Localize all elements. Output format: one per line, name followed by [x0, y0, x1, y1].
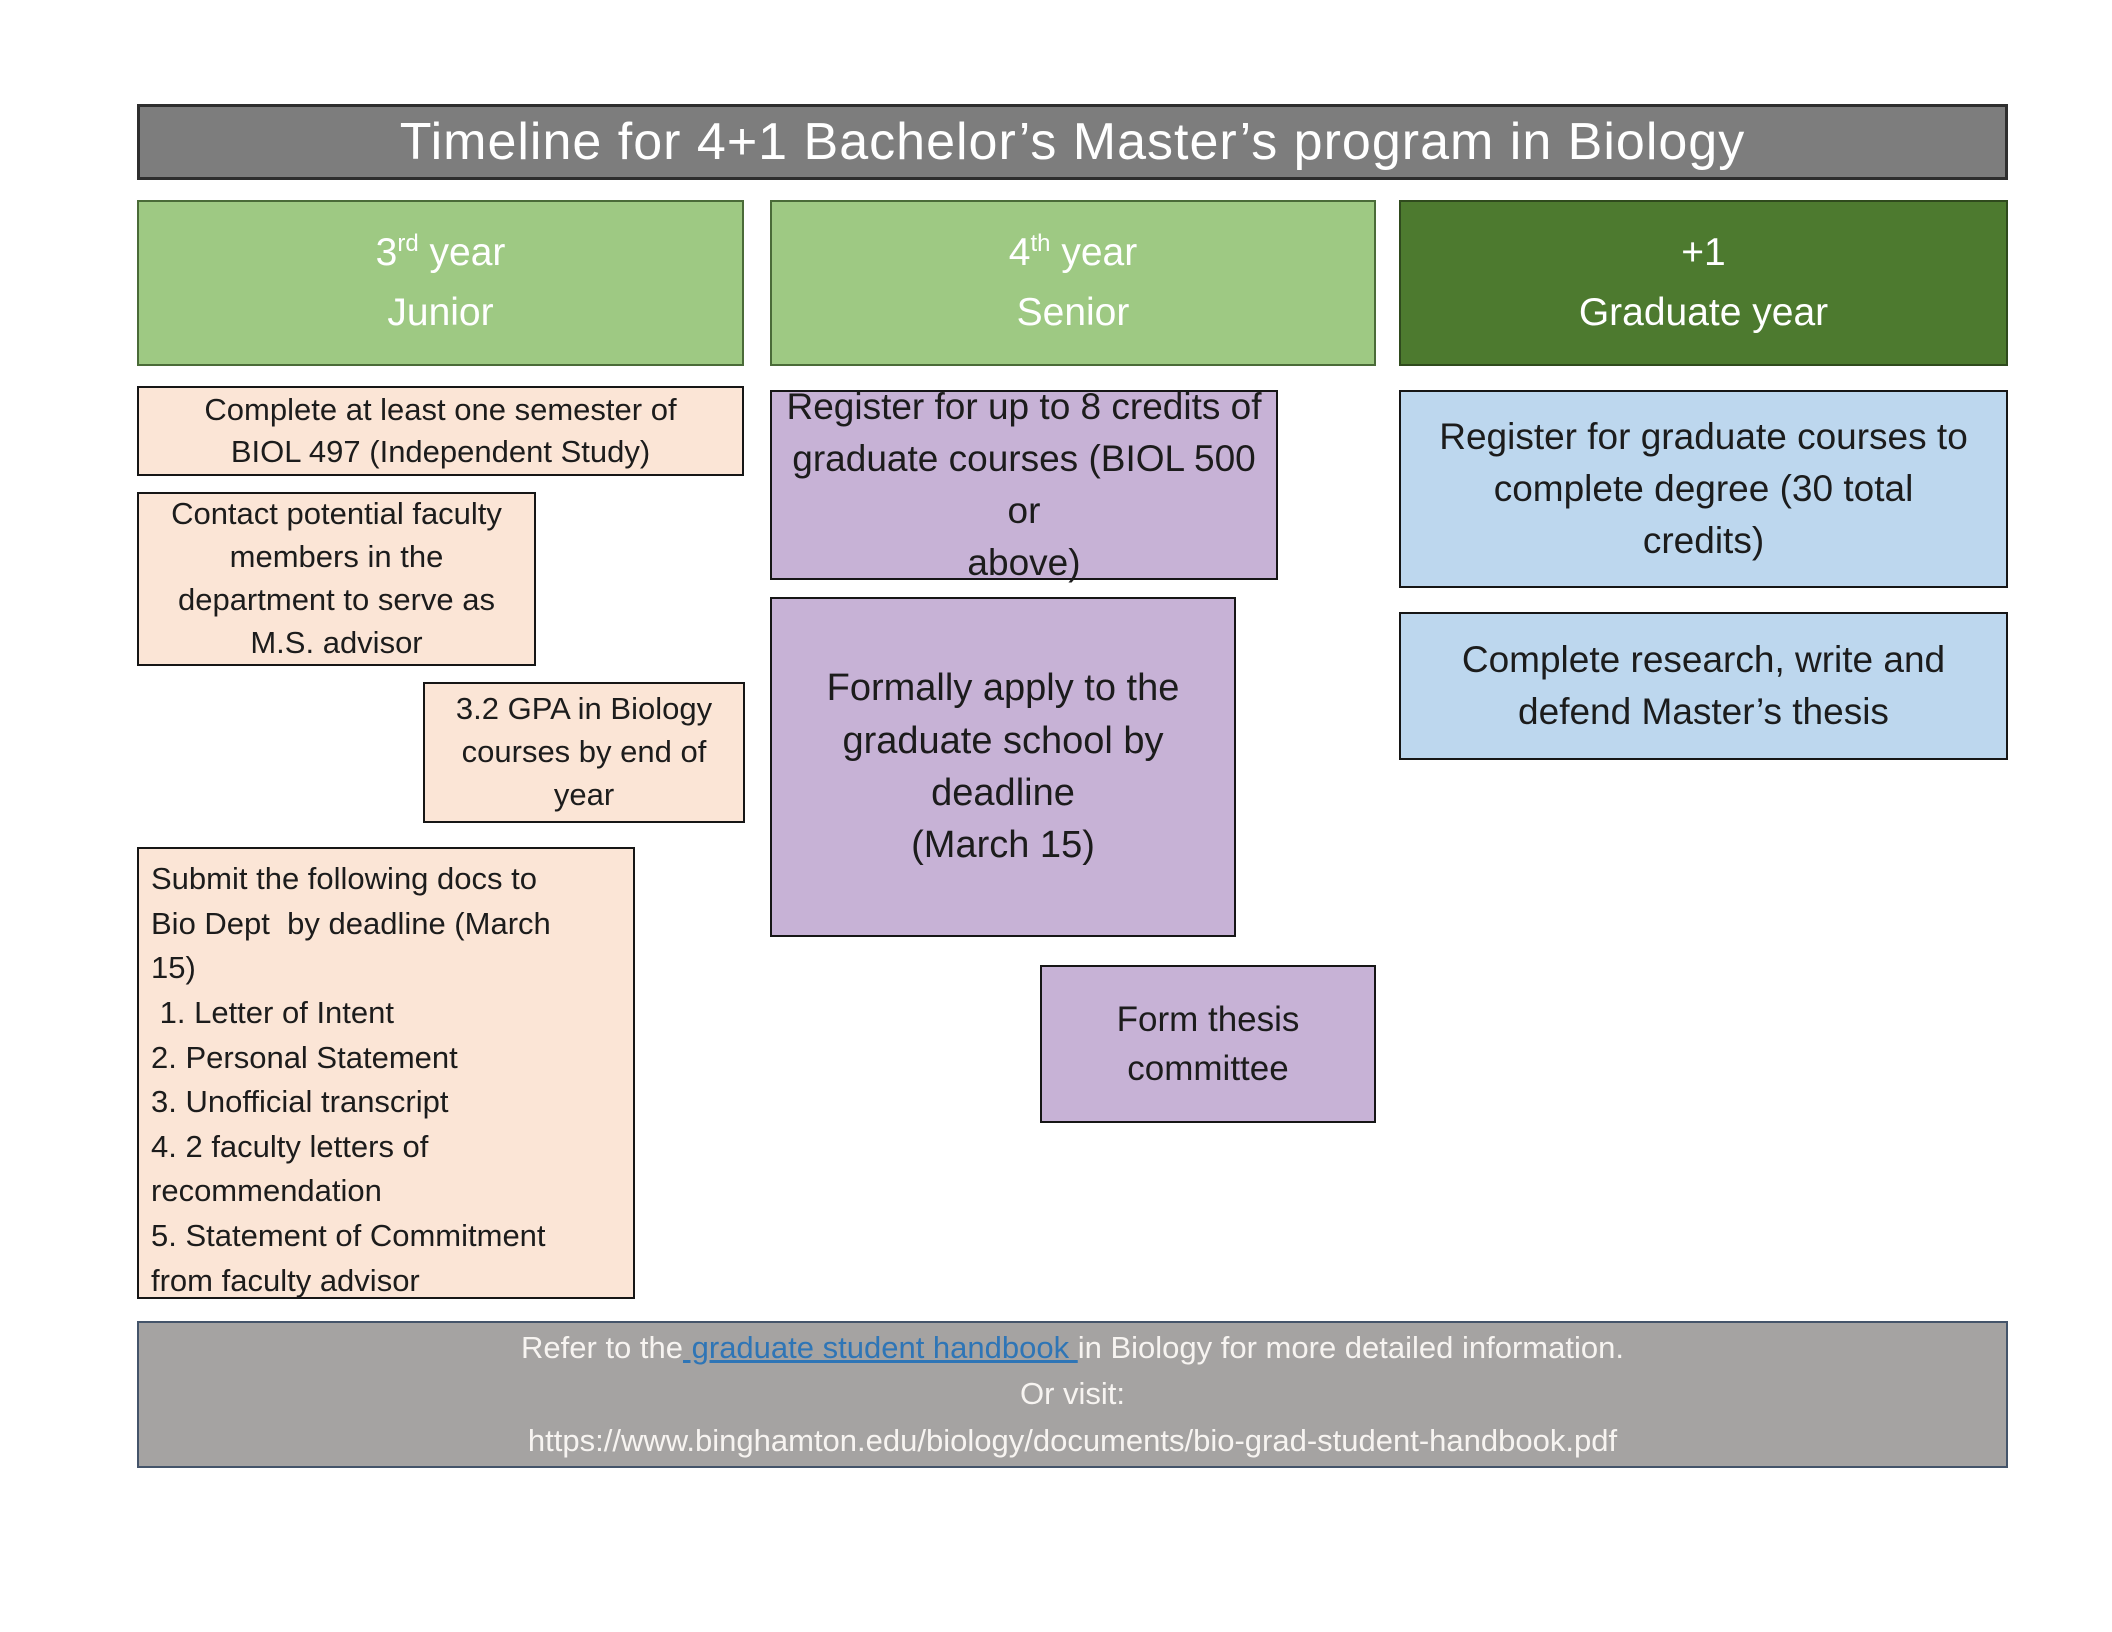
box-complete-research-thesis: Complete research, write and defend Mast… [1399, 612, 2008, 760]
line: 3.2 GPA in Biology [455, 691, 713, 727]
line: Register for graduate courses to [1439, 416, 1968, 458]
header-year-line: +1 [1681, 230, 1726, 274]
graduate-handbook-link[interactable]: graduate student handbook [683, 1329, 1078, 1365]
column-header-4th-year: 4th year Senior [770, 200, 1376, 366]
year-word: year [418, 230, 506, 274]
box-register-graduate-courses: Register for graduate courses to complet… [1399, 390, 2008, 588]
year-number: 3 [375, 230, 398, 274]
line: Register for up to 8 credits of [786, 386, 1262, 428]
box-register-8-credits: Register for up to 8 credits of graduate… [770, 386, 1278, 583]
line: 2. Personal Statement [151, 1039, 458, 1075]
line: M.S. advisor [250, 624, 423, 660]
line: BIOL 497 (Independent Study) [230, 434, 651, 469]
box-gpa-requirement: 3.2 GPA in Biology courses by end of yea… [423, 682, 745, 823]
box-contact-faculty-advisor: Contact potential faculty members in the… [137, 492, 536, 666]
column-header-3rd-year: 3rd year Junior [137, 200, 744, 366]
line: Form thesis [1116, 1000, 1300, 1039]
ordinal-superscript: th [1030, 229, 1051, 257]
line: (March 15) [911, 824, 1095, 867]
footer-or-visit-line: Or visit: [1019, 1376, 1126, 1412]
line: Bio Dept by deadline (March [151, 905, 551, 941]
page-title: Timeline for 4+1 Bachelor’s Master’s pro… [399, 113, 1746, 171]
header-label-line: Graduate year [1578, 291, 1829, 334]
line: year [553, 776, 615, 812]
line: 1. Letter of Intent [151, 994, 395, 1030]
line: above) [967, 541, 1081, 583]
footer-bar: Refer to the graduate student handbook i… [137, 1321, 2008, 1468]
box-submit-documents: Submit the following docs to Bio Dept by… [137, 847, 635, 1299]
box-form-thesis-committee: Form thesis committee [1040, 965, 1376, 1123]
line: graduate school by [842, 719, 1164, 762]
year-number: 4 [1008, 230, 1031, 274]
line: Submit the following docs to [151, 861, 537, 896]
header-label-line: Senior [1016, 291, 1130, 334]
box-complete-biol497: Complete at least one semester of BIOL 4… [137, 386, 744, 476]
line: recommendation [151, 1173, 382, 1209]
line: courses by end of [461, 734, 707, 770]
line: deadline [931, 772, 1075, 814]
line: complete degree (30 total [1493, 468, 1914, 510]
box-formal-application: Formally apply to the graduate school by… [770, 597, 1236, 937]
header-year-line: 4th year [1009, 223, 1137, 283]
line: credits) [1642, 519, 1765, 561]
line: department to serve as [177, 582, 496, 617]
line: Contact potential faculty [171, 496, 502, 532]
footer-refer-line: Refer to the graduate student handbook i… [521, 1325, 1624, 1372]
line: from faculty advisor [151, 1262, 420, 1298]
header-label-line: Junior [387, 291, 494, 334]
line: committee [1127, 1049, 1289, 1088]
line: members in the [229, 539, 444, 575]
footer-url-line: https://www.binghamton.edu/biology/docum… [527, 1422, 1618, 1458]
ordinal-superscript: rd [397, 229, 419, 257]
header-year-line: 3rd year [376, 223, 506, 283]
footer-refer-prefix: Refer to the [521, 1329, 684, 1365]
line: 15) [151, 950, 196, 986]
line: Complete research, write and [1461, 639, 1946, 681]
line: defend Master’s thesis [1518, 691, 1889, 732]
footer-refer-suffix: in Biology for more detailed information… [1077, 1329, 1624, 1365]
year-word: year [1050, 230, 1138, 274]
line: 5. Statement of Commitment [151, 1218, 546, 1253]
line: 4. 2 faculty letters of [151, 1128, 429, 1164]
line: Formally apply to the [826, 667, 1180, 710]
line: graduate courses (BIOL 500 or [792, 438, 1267, 531]
line: Complete at least one semester of [204, 391, 677, 427]
line: 3. Unofficial transcript [151, 1084, 449, 1120]
title-bar: Timeline for 4+1 Bachelor’s Master’s pro… [137, 104, 2008, 180]
column-header-plus1-graduate-year: +1 Graduate year [1399, 200, 2008, 366]
